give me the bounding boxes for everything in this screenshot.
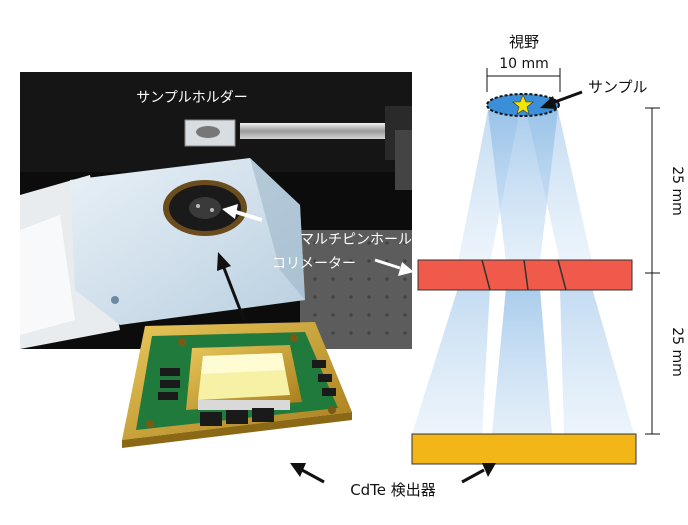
- collimator-bar: [418, 260, 632, 290]
- sample-label: サンプル: [588, 78, 648, 96]
- detector-arrow-right: [462, 463, 496, 482]
- setup-photo: [20, 72, 412, 349]
- detector-bar: [412, 434, 636, 464]
- fov-label: 視野: [509, 33, 539, 51]
- detector-pcb: [122, 322, 352, 448]
- detector-arrow-left: [290, 463, 324, 482]
- collimator-label-line2: コリメーター: [272, 256, 356, 272]
- fov-size-label: 10 mm: [499, 56, 549, 72]
- sample-holder-label: サンプルホルダー: [136, 90, 248, 106]
- distance-lower-label: 25 mm: [669, 327, 685, 377]
- collimator-label-line1: マルチピンホール: [300, 232, 412, 248]
- detector-label: CdTe 検出器: [350, 481, 436, 499]
- distance-upper-label: 25 mm: [669, 166, 685, 216]
- distance-markers: [645, 108, 660, 434]
